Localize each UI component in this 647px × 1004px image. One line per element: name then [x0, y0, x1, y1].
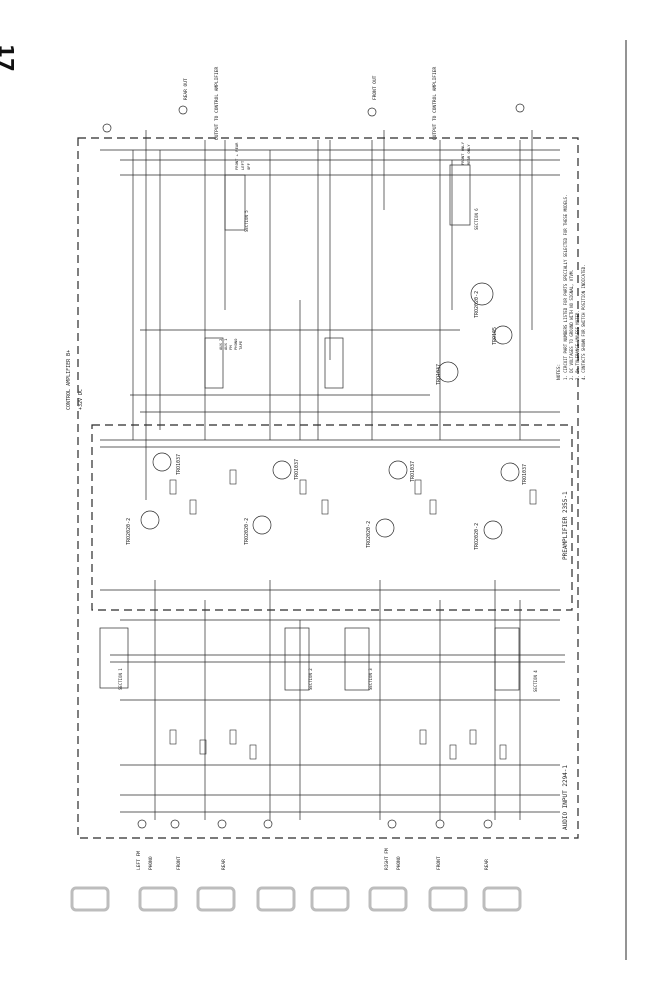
notes-item: 2. DC VOLTAGES TO GROUND WITH NO SIGNAL,… [569, 269, 574, 380]
selector-position: PHONO [233, 338, 238, 350]
selector-position: AUX 1 [223, 338, 228, 350]
preamplifier-label: PREAMPLIFIER 2355-1 [562, 491, 569, 560]
input-label: FRONT [176, 856, 182, 870]
output-label: OUTPUT TO CONTROL AMPLIFIER [214, 67, 220, 140]
switch-position: FRONT ONLY [460, 141, 465, 165]
jack-label: REAR OUT [183, 78, 189, 100]
input-jack-label: PHONO [148, 856, 154, 870]
package-label: TRO2020-2 [474, 291, 480, 318]
supply-voltage-label: +32V DC [78, 389, 84, 410]
transistor-label: TRO1037 [176, 454, 182, 475]
output-label: OUTPUT TO CONTROL AMPLIFIER [432, 67, 438, 140]
page-number: 17 [0, 44, 18, 72]
notes-item: 4. CONTACTS SHOWN FOR SWITCH POSITION IN… [581, 264, 586, 380]
input-jack-label: PHONO [396, 856, 402, 870]
input-label: RIGHT FM [384, 848, 390, 870]
notes-item: 3. 5% TOLERANCE UNLESS NOTED. [575, 310, 580, 380]
input-label: LEFT FM [136, 851, 142, 870]
transistor-label: TRO2020-2 [126, 518, 132, 545]
preamplifier-box [91, 424, 573, 611]
switch-section-label: SECTION 5 [244, 210, 249, 232]
selector-position: TAPE [238, 340, 243, 350]
selector-position: AUX 2 [218, 339, 223, 350]
switch-position: REAR ONLY [466, 144, 471, 165]
switch-position: LEFT [240, 160, 245, 170]
transistor-label: TRO1037 [522, 464, 528, 485]
notes-title: NOTES: [556, 364, 562, 380]
switch-section-label: SECTION 2 [308, 668, 313, 690]
transistor-label: TRO1037 [410, 461, 416, 482]
transistor-label: TRO1037 [294, 459, 300, 480]
transistor-label: TRO2020-2 [474, 523, 480, 550]
jack-label: FRONT OUT [372, 75, 378, 100]
package-label: TRO1037 [436, 364, 442, 385]
audio-input-label: AUDIO INPUT 2294-1 [562, 765, 569, 830]
transistor-label: TRO2020-2 [244, 518, 250, 545]
input-label: REAR [221, 859, 227, 870]
switch-section-label: SECTION 3 [368, 668, 373, 690]
switch-section-label: SECTION 1 [118, 668, 123, 690]
switch-section-label: SECTION 4 [533, 670, 538, 692]
selector-position: FM [228, 345, 233, 350]
supply-label: CONTROL AMPLIFIER B+ [66, 350, 72, 410]
chassis-outline [77, 137, 579, 839]
switch-position: OFF [246, 162, 251, 170]
notes-item: 1. CIRCUIT PART NUMBERS LISTED FOR PARTS… [563, 195, 568, 380]
package-label: TRO105 [492, 327, 498, 345]
switch-section-label: SECTION 6 [474, 208, 479, 230]
transistor-label: TRO2020-2 [366, 521, 372, 548]
input-label: REAR [484, 859, 490, 870]
switch-position: FRONT + REAR [234, 142, 239, 170]
input-label: FRONT [436, 856, 442, 870]
